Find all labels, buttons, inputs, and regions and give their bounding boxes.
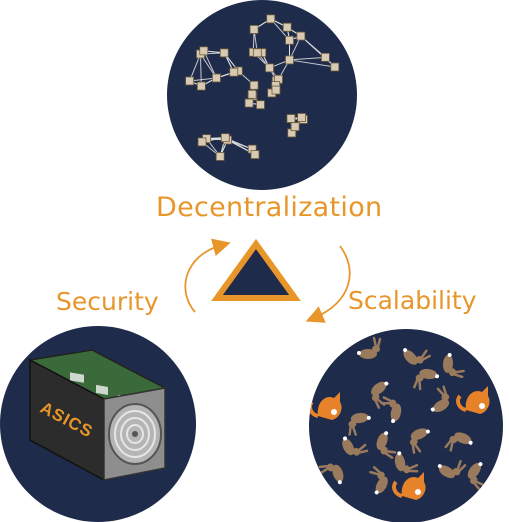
network-node [285,35,294,45]
network-node [229,67,239,77]
network-nodes [185,14,340,161]
network-node [330,62,340,72]
rabbit-icon [413,368,440,391]
rabbit-icon [371,381,389,409]
miner-circle [0,326,196,522]
network-node [219,48,229,58]
rabbit-icon [442,352,465,379]
network-node [249,25,259,34]
network-node [285,55,294,65]
arrow-to-decentralization [184,238,231,313]
network-node [215,152,225,161]
network-node [321,52,330,62]
network-node [290,122,300,132]
network-graph-icon [185,14,340,161]
network-circle [167,0,357,190]
rabbit-icon [357,336,382,359]
network-node [265,63,274,73]
asic-miner-icon [27,349,168,482]
rabbit-icon [369,466,388,495]
network-node [199,46,209,56]
network-node [250,150,260,159]
rabbit-icon [437,460,467,479]
network-node [286,114,296,123]
rabbit-icon [380,396,402,424]
rabbit-icon [376,431,397,459]
network-node [282,22,292,32]
rabbit-icon [430,385,450,413]
fan-icon [108,403,162,465]
rabbit-icon [318,463,344,485]
rabbit-icon [444,432,473,452]
animals-circle [309,329,503,522]
network-node [197,137,207,147]
network-node [271,85,281,95]
network-node [256,100,265,110]
network-node [212,73,221,83]
network-node [185,76,195,86]
network-node [296,31,306,41]
network-node [297,113,306,122]
network-node [249,80,259,90]
network-node [244,98,254,108]
rabbit-icon [348,412,371,436]
network-node [266,14,276,24]
rabbit-icon [409,428,430,454]
fox-rabbit-pattern-icon [309,336,490,500]
rabbit-icon [342,436,369,456]
cycle-arrows [184,238,351,323]
security-label: Security [56,287,159,316]
scalability-label: Scalability [348,286,477,315]
rabbit-icon [394,451,419,474]
network-node [252,48,262,58]
arrow-to-scalability [305,245,351,323]
fox-icon [456,386,490,414]
fox-icon [392,472,426,500]
network-node [220,133,230,143]
rabbit-icon [467,462,486,491]
network-node [247,89,257,99]
triangle-icon [211,238,301,301]
rabbit-icon [403,348,431,365]
network-node [196,81,206,91]
decentralization-label: Decentralization [156,192,383,223]
